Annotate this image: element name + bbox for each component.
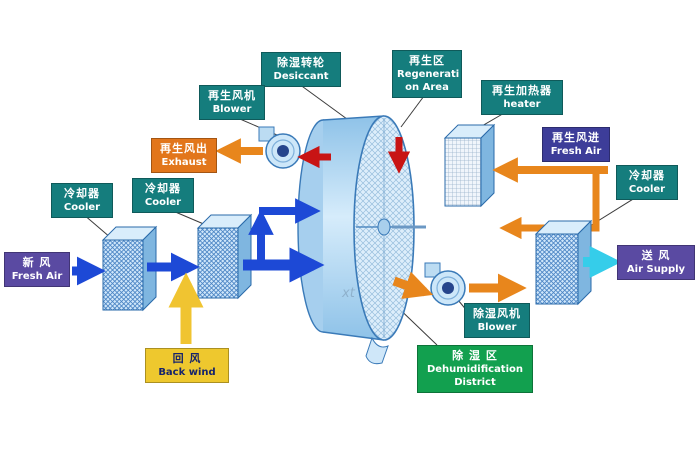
leader-desiccant (298, 83, 348, 120)
label-fresh-air-zh: 新 风 (22, 256, 52, 269)
arrow-regen-duct-path (499, 166, 600, 240)
label-fresh-air-en: Fresh Air (11, 271, 63, 283)
label-exhaust-zh: 再生风出 (160, 142, 208, 155)
cooler1-face (102, 239, 144, 311)
cooler3-face (535, 233, 579, 305)
label-cooler-left-1: 冷却器 Cooler (51, 183, 113, 219)
label-dehumid-district: 除 湿 区 Dehumidification District (417, 345, 533, 394)
leader-regeneration-area (400, 95, 425, 128)
regen-blower-unit (258, 126, 301, 169)
process-air-arrows (72, 198, 325, 286)
label-back-wind-zh: 回 风 (172, 352, 202, 365)
label-regen-fresh-air: 再生风进 Fresh Air (542, 127, 610, 163)
label-dehumid-blower-en: Blower (477, 322, 517, 334)
label-fresh-air: 新 风 Fresh Air (4, 252, 70, 288)
label-regen-heater: 再生加热器 heater (481, 80, 563, 116)
label-desiccant-wheel: 除湿转轮 Desiccant (261, 52, 341, 88)
label-cooler-left-2: 冷却器 Cooler (132, 178, 194, 214)
label-exhaust-en: Exhaust (161, 157, 207, 169)
wheel-top-edge (322, 115, 385, 121)
label-regen-fresh-air-zh: 再生风进 (552, 131, 600, 144)
label-desiccant-zh: 除湿转轮 (277, 56, 325, 69)
dehumid-blower-unit (424, 262, 466, 306)
heater-unit (443, 123, 496, 208)
label-air-supply-en: Air Supply (626, 264, 686, 276)
label-cooler-right: 冷却器 Cooler (616, 165, 678, 201)
label-regen-heater-zh: 再生加热器 (492, 84, 552, 97)
label-cooler1-zh: 冷却器 (64, 187, 100, 200)
label-cooler2-zh: 冷却器 (145, 182, 181, 195)
label-regeneration-zh: 再生区 (409, 54, 445, 67)
dehumid-blower-hub (442, 282, 454, 294)
desiccant-wheel (297, 115, 426, 365)
label-back-wind: 回 风 Back wind (145, 348, 229, 384)
regen-blower-duct (258, 126, 275, 142)
label-cooler3-en: Cooler (628, 184, 666, 196)
label-air-supply-zh: 送 风 (641, 249, 671, 262)
label-cooler3-zh: 冷却器 (629, 169, 665, 182)
heater-side (480, 123, 495, 208)
watermark: xt (342, 286, 355, 301)
label-exhaust: 再生风出 Exhaust (151, 138, 217, 174)
cooler2-side (237, 213, 252, 300)
label-dehumid-blower-zh: 除湿风机 (473, 307, 521, 320)
label-regen-blower: 再生风机 Blower (199, 85, 265, 121)
label-back-wind-en: Back wind (158, 367, 216, 379)
cooler2-face (197, 227, 239, 299)
label-regeneration-en2: on Area (405, 82, 449, 94)
label-air-supply: 送 风 Air Supply (617, 245, 695, 281)
label-regen-blower-en: Blower (212, 104, 252, 116)
wheel-bottom-edge (322, 331, 385, 341)
label-cooler1-en: Cooler (63, 202, 101, 214)
label-dehumid-district-en2: District (454, 377, 496, 389)
wheel-hub (377, 218, 391, 236)
label-desiccant-en: Desiccant (273, 71, 329, 83)
regen-blower-hub (277, 145, 289, 157)
arrow-wheel-to-dehumid-blower (392, 271, 434, 299)
label-regeneration-area: 再生区 Regenerati on Area (392, 50, 462, 99)
label-cooler2-en: Cooler (144, 197, 182, 209)
label-regen-fresh-air-en: Fresh Air (550, 146, 602, 158)
label-dehumid-district-en1: Dehumidification (426, 364, 524, 376)
label-regeneration-en1: Regenerati (397, 69, 460, 81)
cooler-unit-right (534, 219, 593, 306)
heater-face (444, 137, 482, 207)
dehumid-blower-ring (436, 276, 460, 300)
label-dehumid-blower: 除湿风机 Blower (464, 303, 530, 339)
cooler-unit-left-2 (196, 213, 253, 300)
label-regen-heater-en: heater (503, 99, 541, 111)
wheel-bottom-ribbon (365, 336, 389, 365)
regen-blower-ring (271, 139, 295, 163)
label-regen-blower-zh: 再生风机 (208, 89, 256, 102)
label-dehumid-district-zh: 除 湿 区 (452, 349, 498, 362)
